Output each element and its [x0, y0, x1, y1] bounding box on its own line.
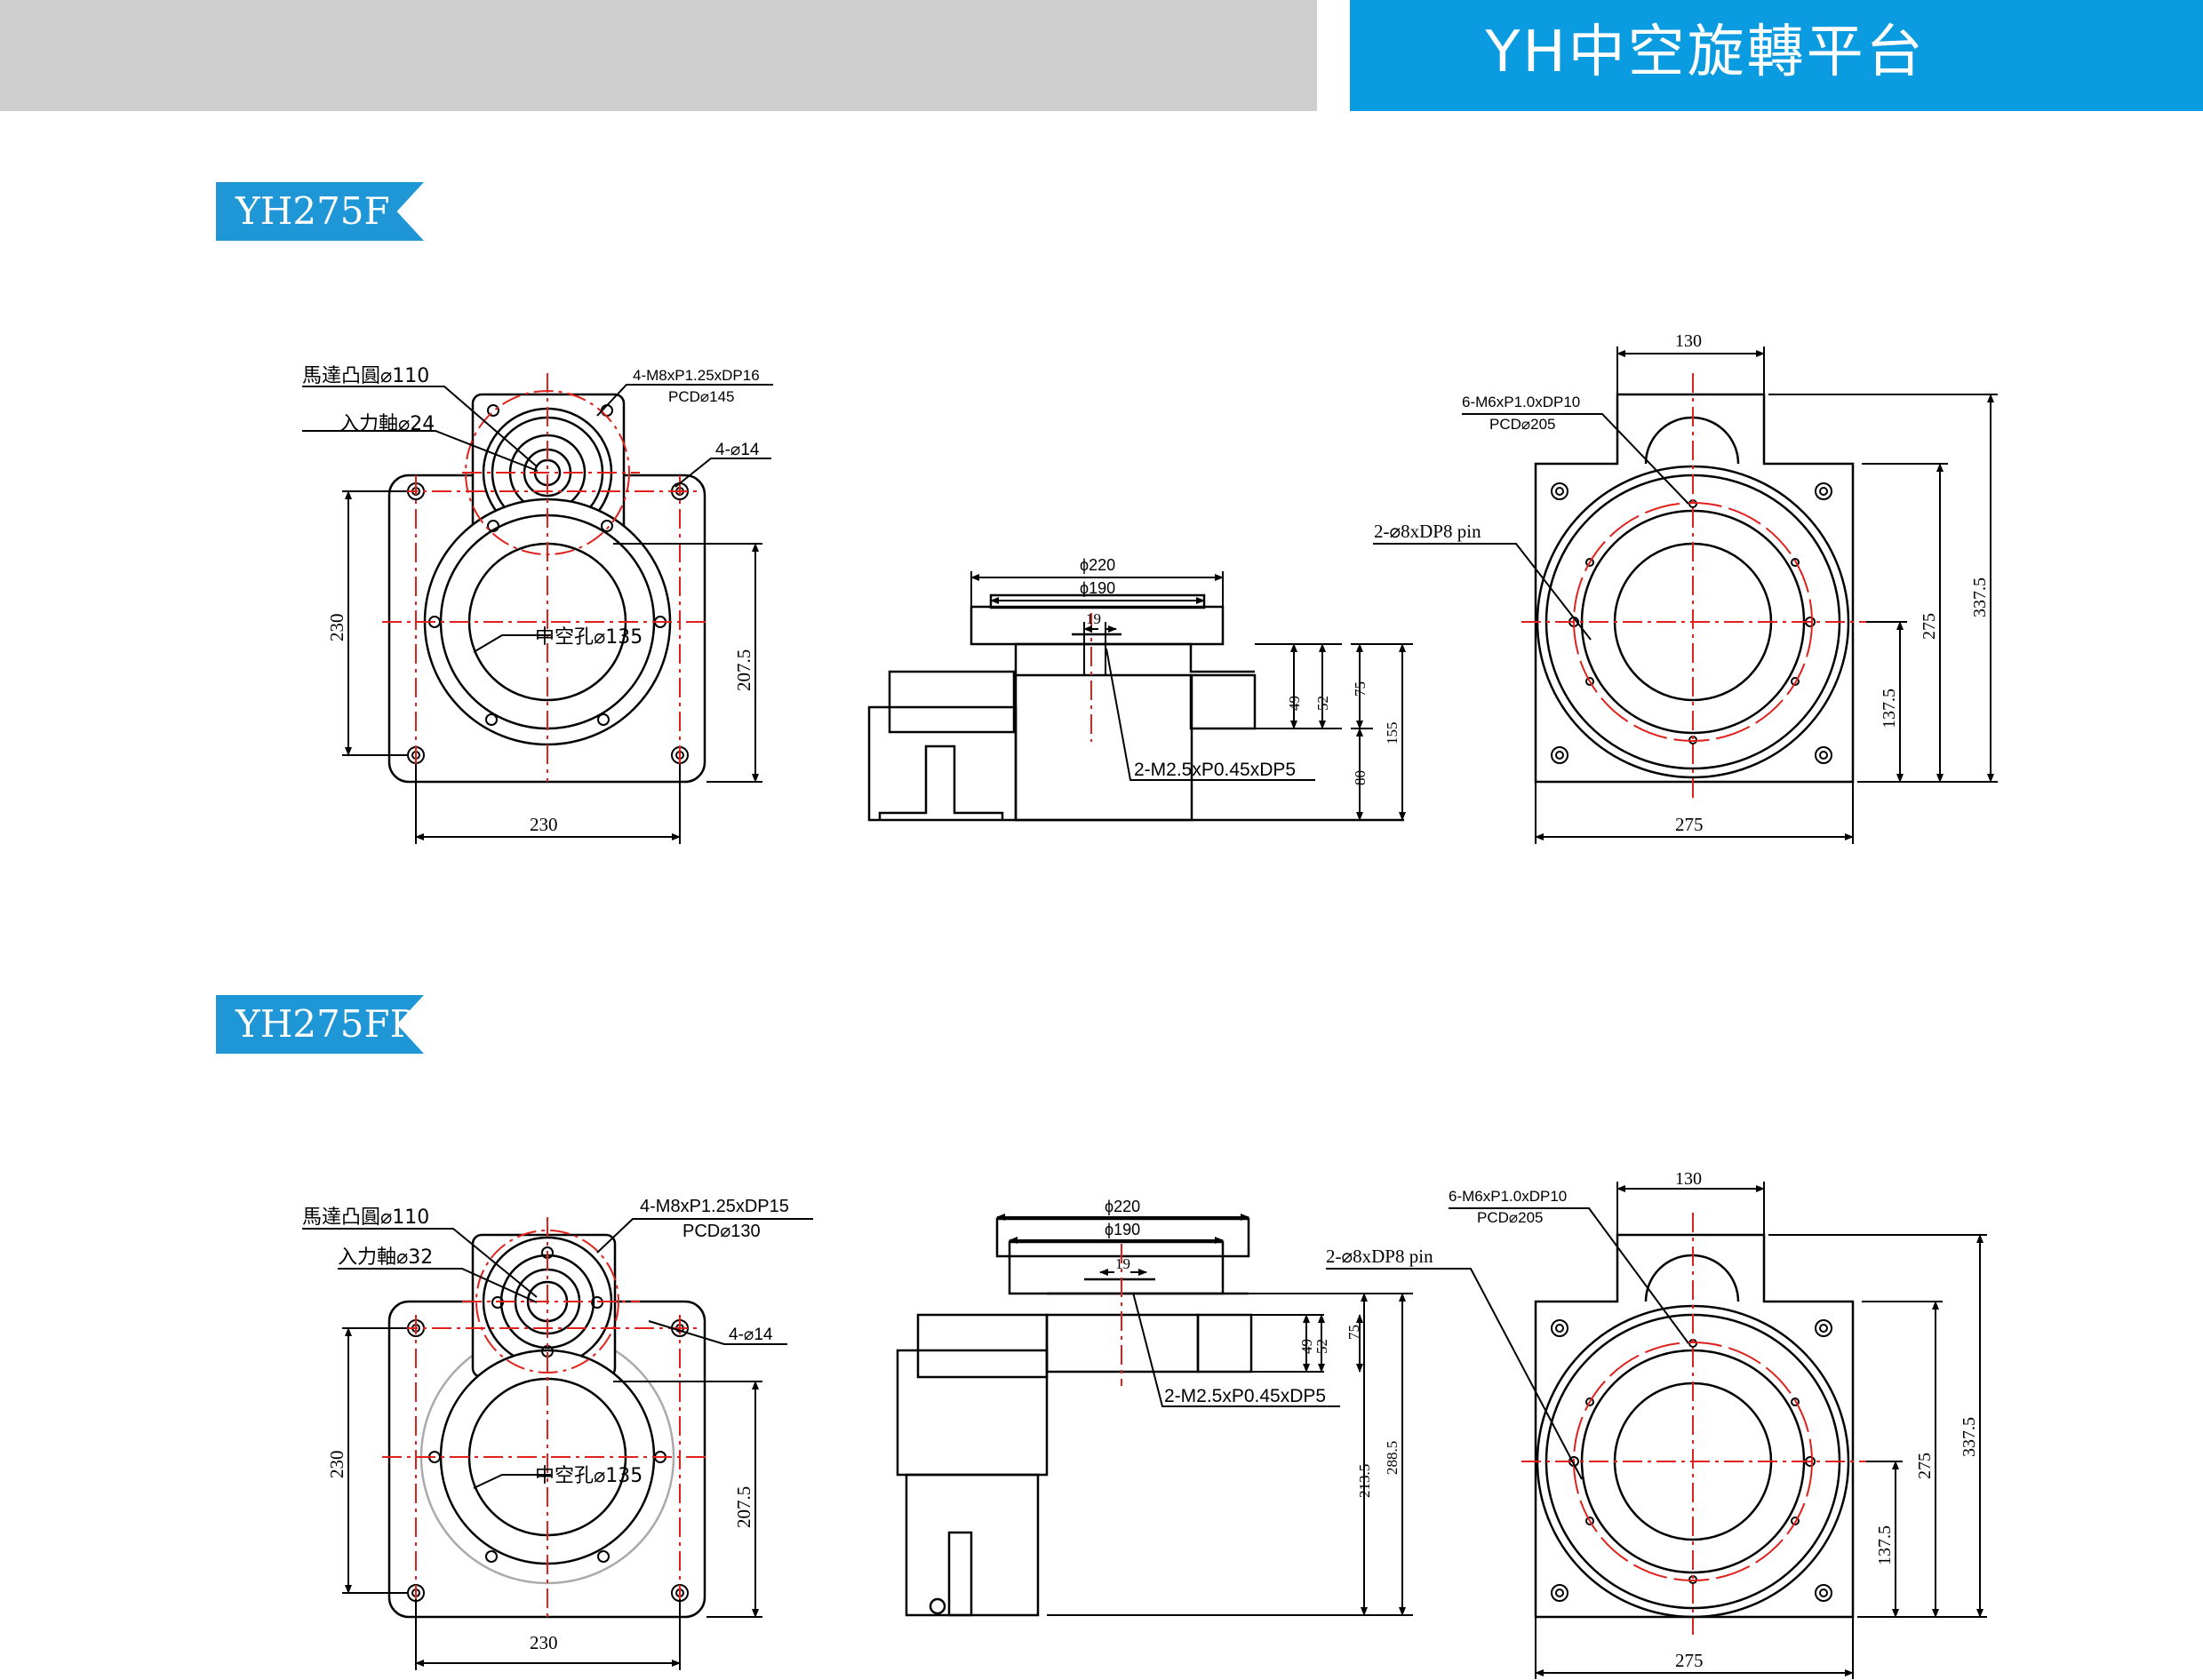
pin-label: 2-⌀8xDP8 pin — [1326, 1246, 1433, 1267]
h137-label: 137.5 — [1875, 1525, 1895, 1565]
d-inner-label: ϕ190 — [1105, 1221, 1140, 1238]
w275-label: 275 — [1675, 1650, 1704, 1671]
top-view-2-dims — [1326, 1182, 1987, 1679]
motor-boss-label: 馬達凸圓⌀110 — [302, 365, 429, 387]
side-view-2-text: ϕ220 ϕ190 19 2-M2.5xP0.45xDP5 49 52 75 2… — [1105, 1198, 1401, 1498]
dim-bottom-label: 230 — [530, 1632, 558, 1653]
h75-label: 75 — [1345, 1325, 1362, 1340]
top-view-2-centerlines — [1521, 1213, 1866, 1635]
front-view-2-text: 馬達凸圓⌀110 入力軸⌀32 4-M8xP1.25xDP15 PCD⌀130 … — [302, 1197, 789, 1653]
side-view-1-dims — [970, 571, 1413, 821]
dim-bottom-label: 230 — [530, 814, 558, 835]
d-outer-label: ϕ220 — [1080, 556, 1115, 574]
input-shaft-label: 入力軸⌀24 — [339, 413, 435, 435]
top-view-2 — [1534, 1233, 1855, 1619]
h275-label: 275 — [1915, 1453, 1935, 1479]
side-view-2-dims — [996, 1214, 1413, 1616]
d-outer-label: ϕ220 — [1105, 1198, 1140, 1215]
front-view-2-centerlines — [382, 1217, 711, 1617]
h337-label: 337.5 — [1970, 577, 1990, 617]
dim-130-label: 130 — [1675, 1169, 1702, 1189]
bolt-spec-label: 4-M8xP1.25xDP16 — [633, 367, 760, 384]
h337-label: 337.5 — [1960, 1417, 1979, 1457]
dim-right-label: 207.5 — [733, 1486, 754, 1528]
h155-label: 155 — [1384, 722, 1401, 745]
header-gray-bar — [0, 0, 1317, 111]
d-inner-label: ϕ190 — [1080, 579, 1115, 597]
h49-label: 49 — [1298, 1339, 1315, 1354]
pin-label: 2-⌀8xDP8 pin — [1374, 521, 1481, 542]
bolt-spec-label: 4-M8xP1.25xDP15 — [640, 1197, 789, 1216]
h213-label: 213.5 — [1356, 1464, 1373, 1498]
holes-label: 4-⌀14 — [729, 1326, 773, 1344]
top-view-1-centerlines — [1521, 373, 1866, 800]
h137-label: 137.5 — [1880, 689, 1899, 729]
top-view-1 — [1534, 393, 1855, 784]
hollow-label: 中空孔⌀135 — [535, 626, 643, 649]
screw-label: 2-M2.5xP0.45xDP5 — [1164, 1386, 1326, 1406]
model-tag-1: YH275F — [216, 182, 424, 241]
hollow-label: 中空孔⌀135 — [535, 1465, 643, 1487]
screw-label: 2-M2.5xP0.45xDP5 — [1134, 760, 1296, 780]
model-label-2: YH275FP — [235, 1002, 415, 1046]
h52-label: 52 — [1314, 696, 1331, 711]
bolt-pcd-label: PCD⌀145 — [668, 388, 735, 405]
screw-pcd-label: PCD⌀205 — [1489, 416, 1556, 433]
input-shaft-label: 入力軸⌀32 — [338, 1246, 433, 1269]
d-19-label: 19 — [1086, 610, 1101, 627]
dim-left-label: 230 — [326, 614, 347, 642]
w275-label: 275 — [1675, 814, 1704, 835]
front-view-1-text: 馬達凸圓⌀110 入力軸⌀24 4-M8xP1.25xDP16 PCD⌀145 … — [302, 365, 760, 835]
h49-label: 49 — [1286, 696, 1303, 711]
top-view-1-text: 130 6-M6xP1.0xDP10 PCD⌀205 2-⌀8xDP8 pin … — [1374, 331, 1990, 835]
side-view-1-text: ϕ220 ϕ190 19 2-M2.5xP0.45xDP5 49 52 75 8… — [1080, 556, 1401, 785]
d-19-label: 19 — [1115, 1255, 1130, 1272]
model-label-1: YH275F — [235, 189, 390, 233]
front-view-1-dims — [302, 384, 773, 844]
front-view-2-dims — [302, 1218, 813, 1670]
screw-spec-label: 6-M6xP1.0xDP10 — [1462, 394, 1580, 410]
holes-label: 4-⌀14 — [715, 441, 760, 459]
model-tag-2: YH275FP — [216, 995, 424, 1054]
top-view-1-dims — [1373, 346, 1998, 844]
front-view-1-centerlines — [382, 373, 711, 782]
dim-130-label: 130 — [1675, 331, 1702, 351]
page-title: YH中空旋轉平台 — [1485, 20, 1926, 85]
h275-label: 275 — [1920, 613, 1939, 640]
bolt-pcd-label: PCD⌀130 — [682, 1222, 761, 1241]
dim-right-label: 207.5 — [733, 649, 754, 691]
side-view-2 — [896, 1217, 1253, 1617]
h52-label: 52 — [1313, 1339, 1330, 1354]
h75-label: 75 — [1352, 681, 1369, 697]
dim-left-label: 230 — [326, 1451, 347, 1479]
motor-boss-label: 馬達凸圓⌀110 — [302, 1206, 429, 1229]
screw-spec-label: 6-M6xP1.0xDP10 — [1449, 1188, 1567, 1205]
h80-label: 80 — [1352, 770, 1369, 785]
h288-label: 288.5 — [1384, 1441, 1401, 1475]
screw-pcd-label: PCD⌀205 — [1477, 1209, 1544, 1226]
top-view-2-text: 130 6-M6xP1.0xDP10 PCD⌀205 2-⌀8xDP8 pin … — [1326, 1169, 1979, 1671]
header-blue-bar — [1350, 0, 2203, 111]
